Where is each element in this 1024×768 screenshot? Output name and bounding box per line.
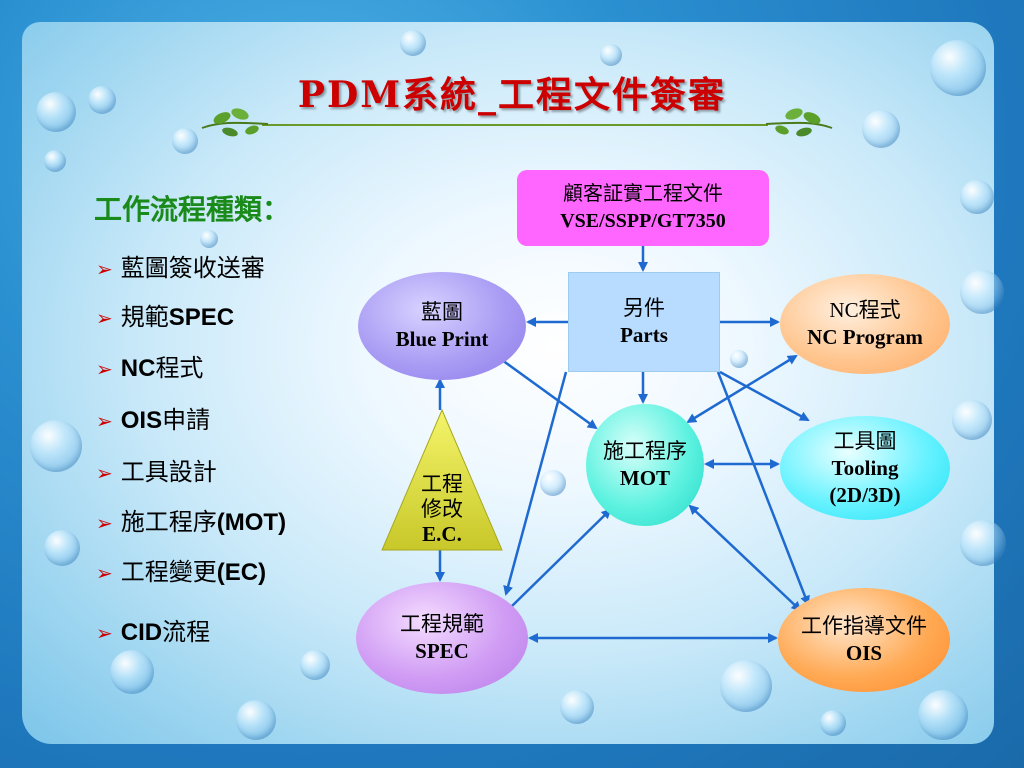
item-latin: (EC) [216,559,267,586]
mot-node: 施工程序 MOT [586,404,704,526]
page-title: PDM系統_工程文件簽審 [297,74,727,116]
spec-title: 工程規範 [400,612,484,636]
bubble-decoration [560,690,594,724]
arrow-bullet-icon: ➢ [96,409,113,433]
vine-right-icon [765,108,833,137]
item-suffix: 流程 [162,618,211,646]
item-suffix: 申請 [162,406,211,434]
bubble-decoration [44,150,66,172]
list-item: ➢ 藍圖簽收送審 [96,248,265,283]
ec-label: 工程 修改 E.C. [400,468,484,550]
arrow-parts-to-spec [503,371,568,596]
arrow-bullet-icon: ➢ [96,257,113,281]
bubble-decoration [952,400,992,440]
item-text: 藍圖簽收送審 [120,254,265,282]
customer-doc-code: VSE/SSPP/GT7350 [560,210,726,232]
bubble-decoration [930,40,986,96]
arrow-spec-to-mot [511,508,612,607]
arrow-mot-ois [688,504,802,612]
spec-node: 工程規範 SPEC [356,582,528,694]
list-item: ➢ CID流程 [96,612,210,647]
title-underline [262,124,768,126]
item-latin: SPEC [168,304,235,331]
ois-node: 工作指導文件 OIS [778,588,950,692]
arrow-bullet-icon: ➢ [96,511,113,535]
ec-title: 工程 [421,471,463,496]
bubble-decoration [400,30,426,56]
bubble-decoration [30,420,82,472]
arrow-bullet-icon: ➢ [96,621,113,645]
blueprint-title: 藍圖 [421,300,463,324]
tooling-subtitle: Tooling [831,455,899,480]
bubble-decoration [918,690,968,740]
list-item: ➢ 工程變更(EC) [96,552,266,587]
customer-doc-box: 顧客証實工程文件 VSE/SSPP/GT7350 [517,170,769,246]
list-item: ➢ NC程式 [96,348,203,383]
arrow-bullet-icon: ➢ [96,561,113,585]
list-item: ➢ OIS申請 [96,400,210,435]
ois-subtitle: OIS [845,641,883,665]
item-latin: NC [120,355,156,382]
nc-program-title: NC程式 [829,298,901,322]
bubble-decoration [110,650,154,694]
parts-title: 另件 [623,296,665,320]
mot-subtitle: MOT [619,466,671,490]
bubble-decoration [820,710,846,736]
item-latin: CID [120,619,163,646]
ois-title: 工作指導文件 [801,614,927,638]
bubble-decoration [44,530,80,566]
arrow-bullet-icon: ➢ [96,461,113,485]
tooling-node: 工具圖 Tooling (2D/3D) [780,416,950,520]
arrow-blueprint-to-mot [501,358,598,430]
bubble-decoration [960,270,1004,314]
bubble-decoration [300,650,330,680]
nc-program-node: NC程式 NC Program [780,274,950,374]
list-item: ➢ 施工程序(MOT) [96,502,286,537]
bubble-decoration [88,86,116,114]
list-item: ➢ 規範SPEC [96,297,234,332]
item-latin: OIS [120,407,163,434]
item-text: 工程變更 [120,558,217,586]
mot-title: 施工程序 [603,439,687,463]
item-text: 工具設計 [120,458,217,486]
item-suffix: 程式 [155,354,204,382]
bubble-decoration [600,44,622,66]
parts-box: 另件 Parts [568,272,720,372]
parts-subtitle: Parts [620,323,668,347]
bubble-decoration [862,110,900,148]
ec-title2: 修改 [421,496,463,521]
tooling-title: 工具圖 [833,428,897,453]
item-latin: (MOT) [216,509,287,536]
bubble-decoration [540,470,566,496]
bubble-decoration [960,520,1006,566]
ec-subtitle: E.C. [422,521,462,546]
workflow-heading: 工作流程種類： [94,193,291,226]
arrow-nc-to-tooling [719,370,810,422]
blueprint-subtitle: Blue Print [395,327,489,351]
arrow-bullet-icon: ➢ [96,357,113,381]
item-text: 規範 [120,303,169,331]
nc-program-subtitle: NC Program [807,325,923,349]
bubble-decoration [960,180,994,214]
bubble-decoration [720,660,772,712]
item-text: 施工程序 [120,508,217,536]
blueprint-node: 藍圖 Blue Print [358,272,526,380]
list-item: ➢ 工具設計 [96,452,217,487]
vine-left-icon [201,108,269,137]
bubble-decoration [36,92,76,132]
tooling-note: (2D/3D) [829,482,901,507]
arrow-mot-nc [686,354,798,424]
ec-triangle [381,408,503,551]
arrow-bullet-icon: ➢ [96,306,113,330]
customer-doc-title: 顧客証實工程文件 [563,183,723,205]
bubble-decoration [172,128,198,154]
bubble-decoration [200,230,218,248]
bubble-decoration [236,700,276,740]
spec-subtitle: SPEC [415,639,469,663]
